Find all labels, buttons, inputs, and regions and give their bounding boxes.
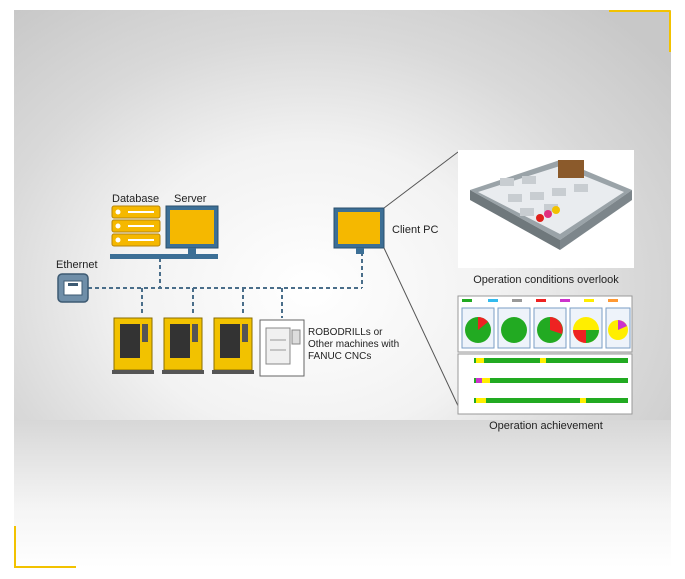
- cnc-machine-2: [162, 317, 204, 374]
- callout-line-bottom: [383, 247, 461, 411]
- machines-label-line-2: Other machines with: [308, 339, 400, 350]
- server-label: Server: [174, 193, 207, 205]
- ethernet-label: Ethernet: [56, 259, 98, 271]
- database-icon: [111, 205, 161, 247]
- overlook-caption: Operation conditions overlook: [473, 274, 619, 286]
- machines-label-line-3: FANUC CNCs: [308, 351, 372, 362]
- frame-corner-bottom-left: [14, 526, 76, 568]
- cnc-machine-1: [112, 317, 154, 374]
- cnc-machine-3: [212, 317, 254, 374]
- database-label: Database: [112, 193, 160, 205]
- client-pc-label: Client PC: [392, 224, 439, 236]
- cnc-machine-icon: [259, 319, 305, 377]
- server-monitor-icon: [110, 205, 219, 259]
- machines-label: ROBODRILLs or Other machines with FANUC …: [308, 327, 399, 363]
- ethernet-port-icon: [57, 273, 89, 303]
- factory-overlook-image: [458, 150, 634, 268]
- callout-line-top: [383, 151, 459, 209]
- client-pc-monitor-icon: [333, 207, 385, 254]
- frame-corner-top-right: [609, 10, 671, 52]
- achievement-caption: Operation achievement: [489, 420, 603, 432]
- machines-label-line-1: ROBODRILLs or: [308, 327, 383, 338]
- achievement-dashboard: [457, 295, 633, 415]
- floor-gradient: [14, 420, 671, 568]
